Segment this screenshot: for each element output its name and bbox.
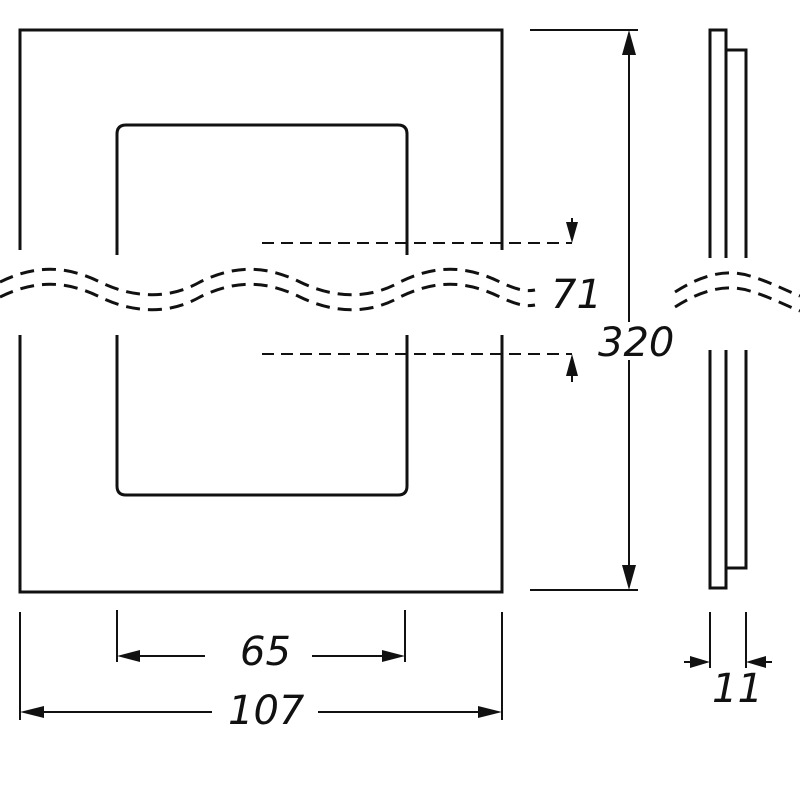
dim-320-label: 320 — [598, 320, 674, 366]
inner-opening-bottom — [115, 335, 409, 497]
dim-107-arrow-right — [478, 706, 502, 718]
side-plate-top — [708, 28, 728, 258]
dim-11-arrow-left — [690, 656, 710, 668]
break-line-lower — [0, 282, 536, 312]
dim-65-arrow-right — [382, 650, 405, 662]
dim-65-arrow-left — [117, 650, 140, 662]
side-body-top — [726, 48, 748, 258]
dim-65-label: 65 — [240, 629, 291, 675]
dim-107-arrow-left — [20, 706, 44, 718]
break-line-side-upper — [674, 271, 800, 298]
dim-71-label: 71 — [551, 272, 602, 318]
dim-11-arrow-right — [746, 656, 766, 668]
dim-71-arrow-top — [566, 222, 578, 243]
dim-320 — [530, 29, 638, 591]
dim-71: 71 — [262, 218, 602, 382]
break-line-upper — [0, 267, 536, 297]
outer-frame-bottom — [18, 335, 504, 594]
dim-320-arrow-top — [622, 30, 636, 55]
dim-11 — [684, 612, 772, 668]
side-body-bottom — [726, 350, 748, 570]
dim-320-arrow-bottom — [622, 565, 636, 590]
dim-71-arrow-bottom — [566, 354, 578, 376]
dim-107-label: 107 — [228, 688, 305, 734]
outer-frame-top — [18, 28, 504, 250]
break-line-side-lower — [674, 286, 800, 313]
side-plate-bottom — [708, 350, 728, 590]
break-lines — [0, 267, 800, 313]
dim-107 — [19, 612, 503, 720]
front-view — [18, 28, 504, 594]
inner-opening-top — [115, 123, 409, 255]
dim-65 — [116, 610, 406, 662]
dim-11-label: 11 — [712, 666, 763, 712]
side-view — [708, 28, 748, 590]
